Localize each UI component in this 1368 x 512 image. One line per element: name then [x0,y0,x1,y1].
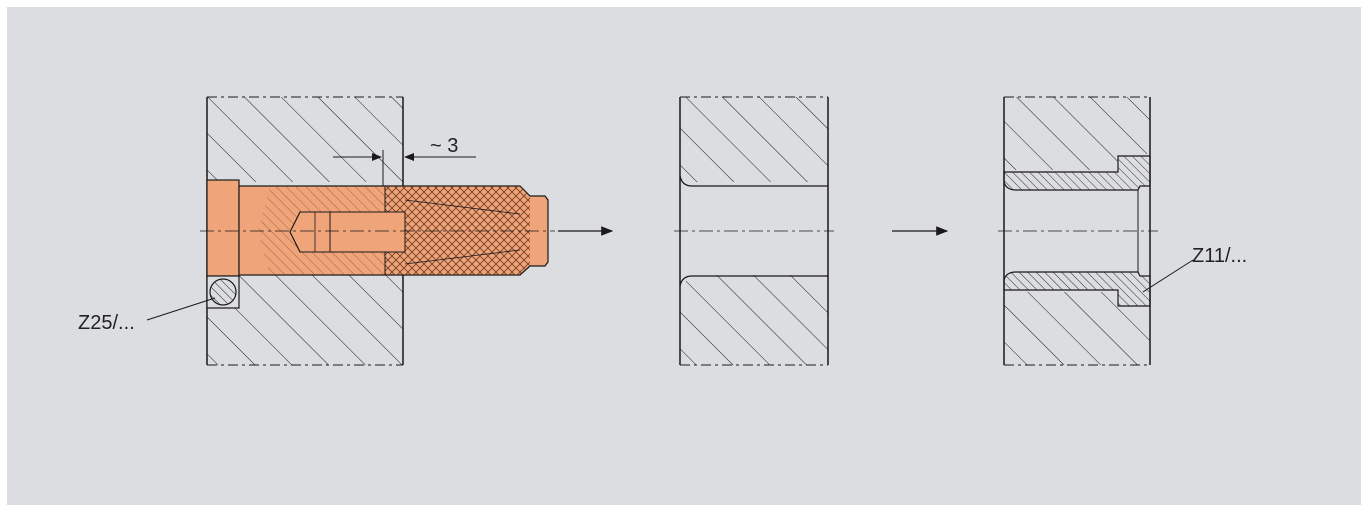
stage-1-block [206,96,404,366]
dimension-text: ~ 3 [430,135,458,157]
label-z25-group: Z25/... [78,297,216,334]
label-z11-group: Z11/... [1142,245,1247,293]
seal-ring [206,275,240,309]
stage-3-block [998,96,1158,366]
stage-2-block [674,96,834,366]
expansion-tool [200,179,555,277]
label-z25: Z25/... [78,312,135,334]
label-z11: Z11/... [1192,245,1247,267]
dimension-marker: ~ 3 [333,135,476,186]
